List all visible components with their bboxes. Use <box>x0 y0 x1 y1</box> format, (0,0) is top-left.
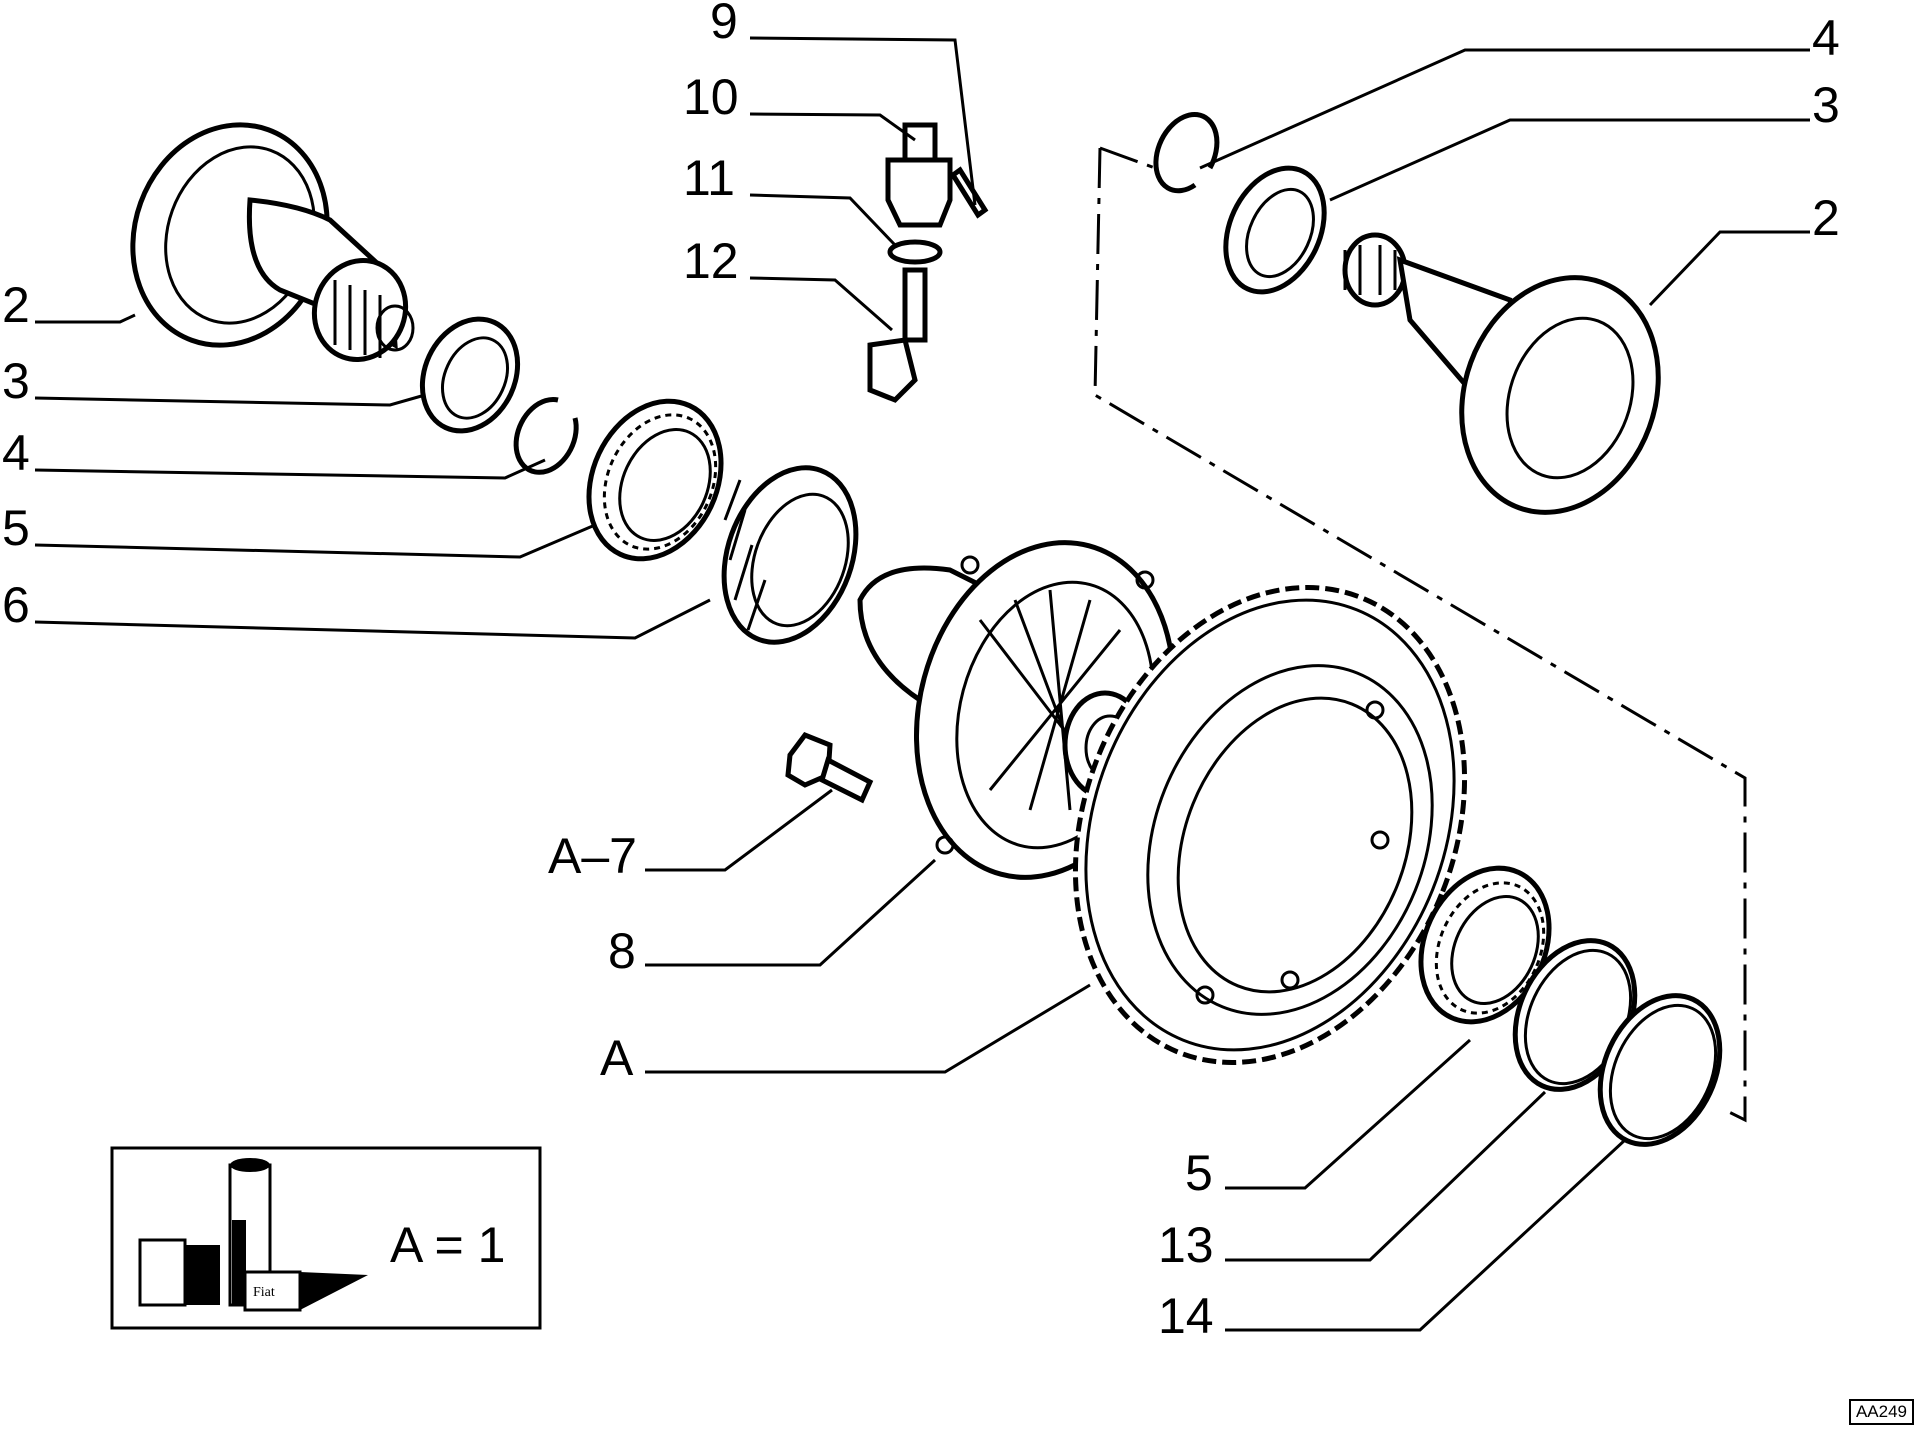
legend-equation: A = 1 <box>390 1217 505 1273</box>
legend-box: Fiat A = 1 <box>110 1146 542 1330</box>
speedo-pinion-assembly <box>867 122 989 403</box>
callout-left-6: 6 <box>2 577 30 633</box>
callout-left-3: 3 <box>2 353 30 409</box>
callout-14: 14 <box>1158 1288 1214 1344</box>
right-drive-flange <box>1342 232 1661 515</box>
shim-ring-13 <box>1512 938 1638 1092</box>
pack-label: Fiat <box>253 1285 275 1300</box>
assembly-boundary <box>1093 147 1747 1123</box>
right-snap-ring <box>1153 112 1220 194</box>
callout-a7: A–7 <box>548 828 637 884</box>
callout-left-2: 2 <box>2 277 30 333</box>
callout-right-2: 2 <box>1812 190 1840 246</box>
left-bearing <box>586 398 724 562</box>
right-oil-seal <box>1223 165 1327 295</box>
callout-right-3: 3 <box>1812 77 1840 133</box>
bolt <box>785 731 874 804</box>
left-oil-seal <box>419 316 521 434</box>
left-snap-ring <box>513 396 579 475</box>
callout-left-4: 4 <box>2 425 30 481</box>
lubricant-pack-icon: Fiat <box>138 1158 368 1312</box>
drawing-code: AA249 <box>1848 1399 1914 1425</box>
callout-a: A <box>600 1030 634 1086</box>
leader-lines <box>34 36 1810 1332</box>
callout-11: 11 <box>683 150 735 206</box>
callout-bottom-5: 5 <box>1185 1145 1213 1201</box>
speedo-drive-gear <box>721 465 859 645</box>
callout-9: 9 <box>710 0 738 49</box>
callout-13: 13 <box>1158 1217 1214 1273</box>
left-drive-flange <box>130 122 415 362</box>
assembly-boundary-top <box>1099 146 1156 170</box>
callout-12: 12 <box>683 233 739 289</box>
callout-8: 8 <box>608 923 636 979</box>
callout-right-4: 4 <box>1812 10 1840 66</box>
crown-wheel <box>1072 585 1468 1065</box>
shim-ring-14 <box>1597 993 1723 1147</box>
callout-left-5: 5 <box>2 500 30 556</box>
callout-10: 10 <box>683 69 739 125</box>
